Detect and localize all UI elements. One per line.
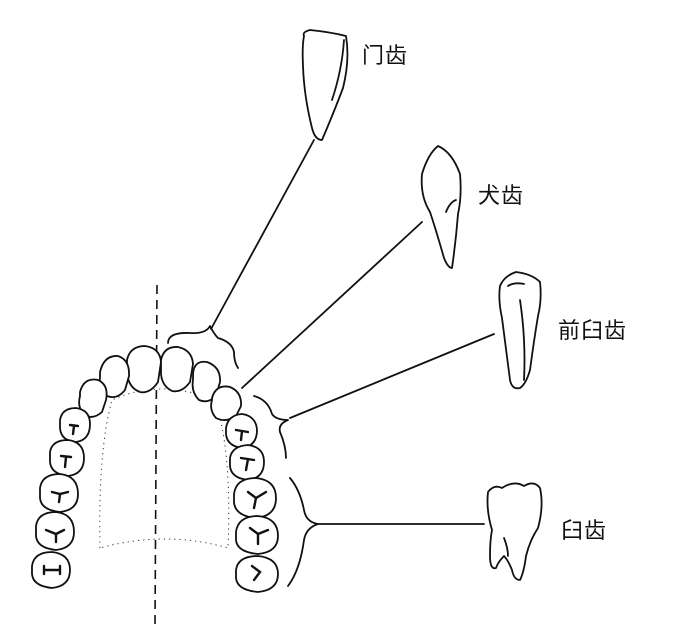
incisor-bracket <box>167 325 239 369</box>
molar-fissure <box>246 490 268 510</box>
molar-crown <box>235 555 279 593</box>
incisor-crown <box>126 345 162 394</box>
molar-label: 臼齿 <box>561 519 608 544</box>
canine-leader-line <box>241 221 423 389</box>
molar-crown <box>35 511 75 551</box>
midline-axis <box>154 284 158 626</box>
incisor-leader-line <box>210 139 315 330</box>
premolar-fissure <box>234 428 250 442</box>
molar-tooth-figure <box>486 482 543 581</box>
incisor-crown <box>160 346 194 393</box>
right-posterior-teeth <box>225 413 279 593</box>
left-posterior-teeth <box>31 407 91 589</box>
premolar-fissure <box>239 456 256 472</box>
molar-fissure <box>248 526 270 546</box>
premolar-fissure <box>59 454 73 469</box>
canine-tooth-figure <box>420 145 462 269</box>
anterior-teeth <box>78 345 242 421</box>
premolar-leader-line <box>289 333 495 419</box>
molar-fissure <box>42 564 62 576</box>
molar-fissure <box>44 528 66 544</box>
incisor-label: 门齿 <box>362 44 409 69</box>
palate-outline <box>99 388 230 549</box>
premolar-fissure <box>68 423 80 436</box>
molar-bracket <box>287 477 319 587</box>
canine-label: 犬齿 <box>478 184 525 209</box>
molar-fissure <box>50 490 70 504</box>
premolar-tooth-figure <box>498 271 542 390</box>
premolar-bracket <box>253 395 289 459</box>
molar-fissure <box>250 564 262 582</box>
incisor-tooth-figure <box>301 29 349 141</box>
premolar-label: 前臼齿 <box>558 319 628 344</box>
